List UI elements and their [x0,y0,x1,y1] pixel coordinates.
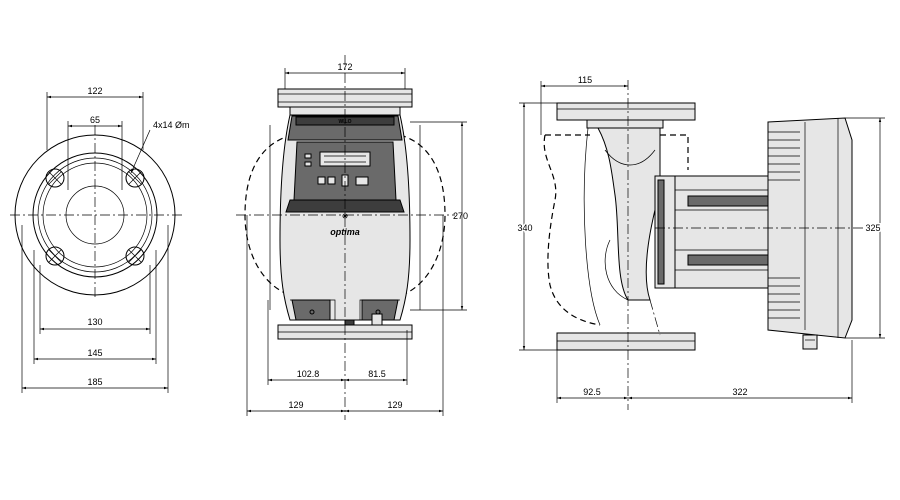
dim-129-right-label: 129 [387,400,402,410]
flange-view: 122 65 4x14 Øm 130 145 185 [10,86,190,393]
dim-270-label: 270 [453,211,468,221]
dim-92-5-label: 92.5 [583,387,601,397]
dim-129-left-label: 129 [288,400,303,410]
dim-102-8-label: 102.8 [297,369,320,379]
dim-81-5-label: 81.5 [368,369,386,379]
front-view: WILO optima [236,55,468,420]
bolt-holes [45,168,145,266]
side-view: 115 340 325 92.5 322 [516,75,885,410]
dim-325-label: 325 [865,223,880,233]
dim-130-label: 130 [87,317,102,327]
dim-holes-label: 4x14 Øm [153,120,190,130]
dim-340-label: 340 [517,223,532,233]
cooling-fins [768,131,800,319]
dim-322-label: 322 [732,387,747,397]
dim-65-label: 65 [90,115,100,125]
dim-172-label: 172 [337,62,352,72]
button-1-icon [317,176,326,185]
dim-145-label: 145 [87,348,102,358]
dim-122-label: 122 [87,86,102,96]
dim-185-label: 185 [87,377,102,387]
dim-115-label: 115 [578,75,592,85]
button-2-icon [327,176,336,185]
led-icon [355,176,369,186]
